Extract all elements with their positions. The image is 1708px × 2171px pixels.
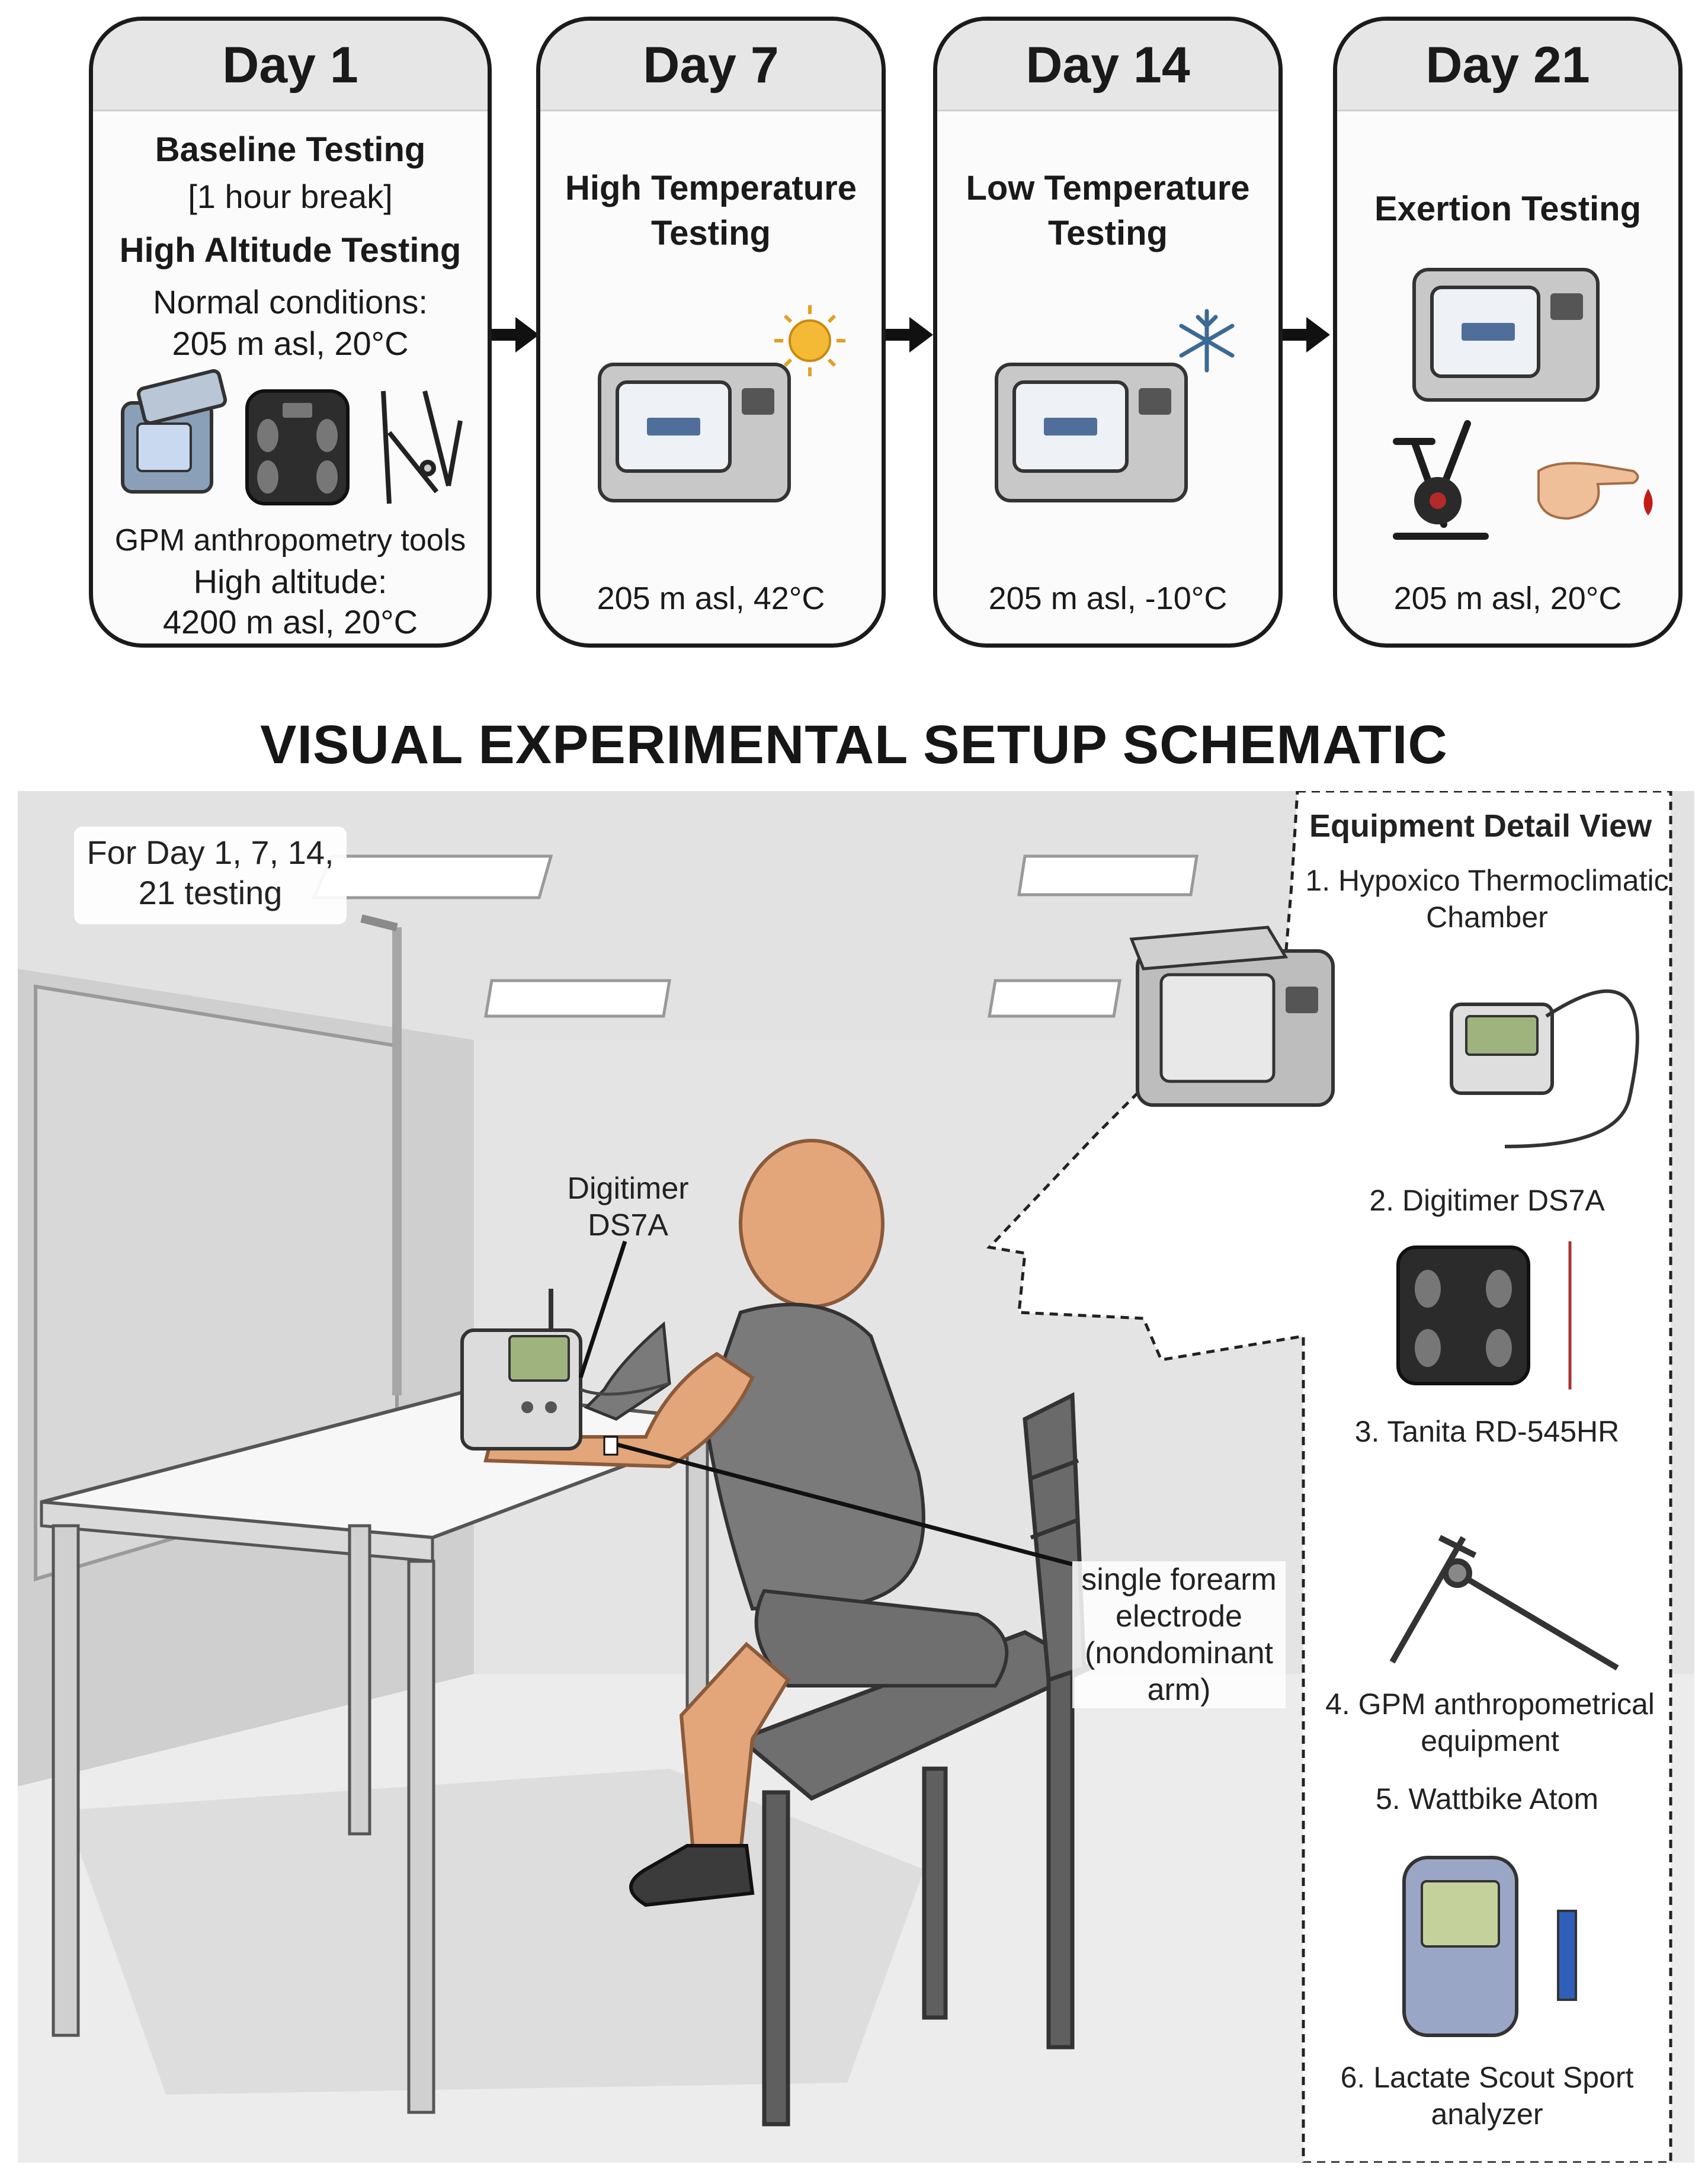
equipment-item-4: 4. GPM anthropometrical equipment <box>1325 1688 1655 1757</box>
chamber-icon <box>598 305 845 502</box>
chamber-icon <box>995 309 1235 502</box>
electrode-leader-line <box>610 1440 1073 1567</box>
day-14-condition: 205 m asl, -10°C <box>988 581 1228 616</box>
high-altitude-testing-label: High Altitude Testing <box>119 231 462 270</box>
equipment-item-3: 3. Tanita RD-545HR <box>1354 1415 1620 1448</box>
snowflake-icon <box>1179 309 1235 373</box>
room-illustration <box>18 791 1694 2163</box>
finger-prick-icon <box>1537 462 1653 520</box>
chamber-icon <box>1412 268 1600 402</box>
day-14-card: Day 14 Low Temperature Testing 205 m asl… <box>933 17 1283 648</box>
gpm-tools-label: GPM anthropometry tools <box>114 523 466 558</box>
experimental-setup-scene: For Day 1, 7, 14, 21 testing Digitimer D… <box>18 791 1694 2163</box>
day-1-title: Day 1 <box>93 21 488 111</box>
chamber-icon <box>121 369 227 494</box>
ceiling-light <box>1017 854 1199 896</box>
day-14-title: Day 14 <box>937 21 1278 111</box>
electrode-label: single forearm electrode (nondominant ar… <box>1072 1561 1286 1708</box>
schematic-title: VISUAL EXPERIMENTAL SETUP SCHEMATIC <box>260 715 1448 775</box>
detail-caliper <box>1389 1535 1619 1671</box>
detail-lactate-analyzer <box>1402 1856 1577 2037</box>
detail-scale <box>1396 1241 1572 1389</box>
day-7-card: Day 7 High Temperature Testing 205 m asl… <box>536 17 886 648</box>
testing-note: For Day 1, 7, 14, 21 testing <box>74 827 347 924</box>
equipment-item-6: 6. Lactate Scout Sport analyzer <box>1340 2061 1634 2131</box>
device-leader-line <box>578 1240 627 1379</box>
exertion-testing-label: Exertion Testing <box>1374 190 1642 228</box>
day-1-card: Day 1 Baseline Testing [1 hour break] Hi… <box>89 17 492 648</box>
scale-icon <box>245 389 350 505</box>
day-21-card: Day 21 Exertion Testing 205 m asl, 20°C <box>1333 17 1683 648</box>
break-label: [1 hour break] <box>188 178 393 215</box>
detail-chamber <box>1129 926 1335 1107</box>
sun-icon <box>774 305 845 376</box>
low-temperature-label: Low Temperature Testing <box>966 169 1250 252</box>
equipment-item-1: 1. Hypoxico Thermoclimatic Chamber <box>1305 864 1669 934</box>
arrow-icon <box>492 317 539 353</box>
day-7-condition: 205 m asl, 42°C <box>597 581 825 616</box>
ceiling-light <box>484 979 671 1018</box>
normal-conditions-value: 205 m asl, 20°C <box>172 325 409 362</box>
high-altitude-label: High altitude: <box>193 563 387 600</box>
bike-icon <box>1393 420 1489 540</box>
equipment-item-2: 2. Digitimer DS7A <box>1369 1184 1605 1217</box>
day-21-title: Day 21 <box>1337 21 1678 111</box>
equipment-item-5: 5. Wattbike Atom <box>1375 1782 1599 1815</box>
digitimer-device <box>460 1289 670 1450</box>
electrode <box>603 1436 619 1456</box>
baseline-testing-label: Baseline Testing <box>155 130 426 169</box>
detail-digitimer <box>1450 989 1639 1148</box>
caliper-icon <box>381 390 463 504</box>
ceiling-light <box>988 979 1121 1018</box>
digitimer-label: Digitimer DS7A <box>567 1171 689 1243</box>
high-temperature-label: High Temperature Testing <box>565 169 857 252</box>
ceiling-light <box>312 854 553 899</box>
equipment-detail-title: Equipment Detail View <box>1309 808 1652 844</box>
normal-conditions-label: Normal conditions: <box>153 283 428 321</box>
high-altitude-value: 4200 m asl, 20°C <box>162 603 418 641</box>
day-1-equipment-icons <box>121 369 463 505</box>
arrow-icon <box>1283 317 1330 353</box>
day-7-title: Day 7 <box>540 21 882 111</box>
arrow-icon <box>886 317 933 353</box>
day-21-condition: 205 m asl, 20°C <box>1393 581 1622 616</box>
